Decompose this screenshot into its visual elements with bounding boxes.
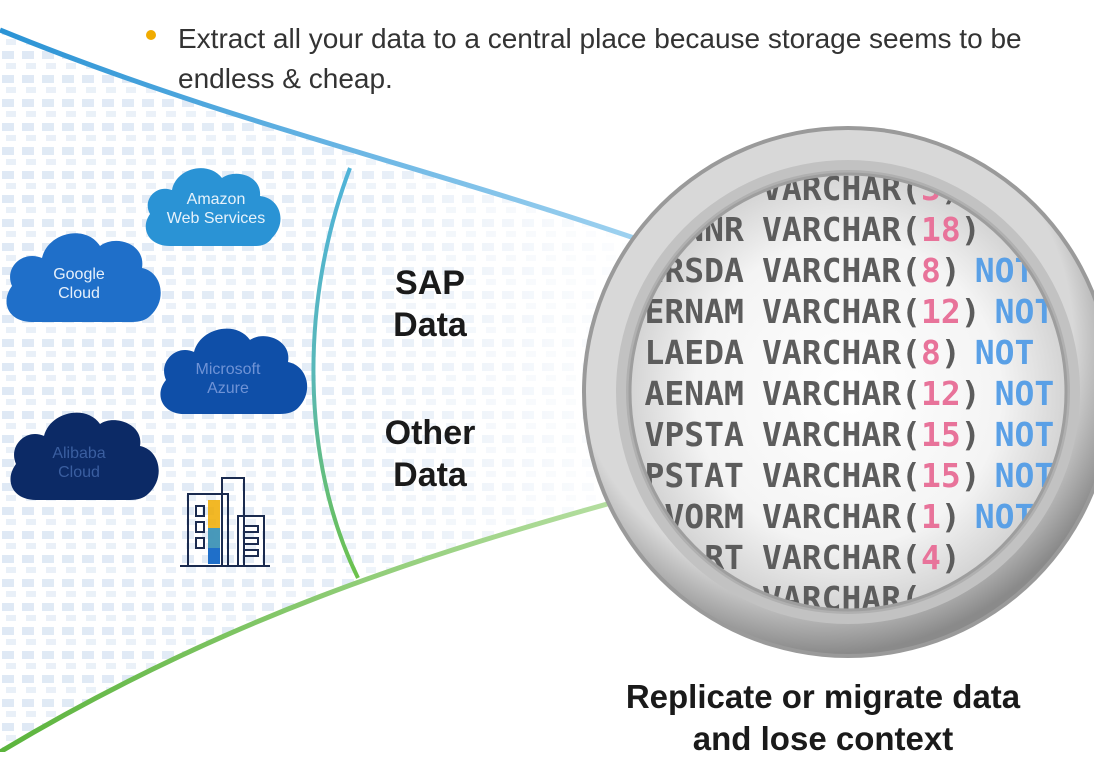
alibaba-cloud-label-line-1: Alibaba [52,445,106,462]
alibaba-cloud-label: Alibaba Cloud [14,444,144,482]
code-close-paren: ) [941,538,961,577]
aws-cloud-label-line-2: Web Services [166,210,266,227]
code-type: VARCHAR( [762,538,921,577]
code-close-paren: ) [941,497,961,536]
aws-cloud-label-line-1: Amazon [186,191,246,208]
code-type: VARCHAR( [762,497,921,536]
code-row: LAEDA VARCHAR(8) NOT [645,333,1035,372]
magnifier-inner-rim [628,172,1068,612]
code-length: 8 [921,251,941,290]
code-length: 4 [921,538,941,577]
bullet-line-1: Extract all your data to a central place… [178,23,1022,54]
code-row: AENAM VARCHAR(12) NOT [645,374,1055,413]
aws-cloud-icon [145,168,281,246]
code-length: 18 [921,210,961,249]
code-not-keyword: NOT [995,415,1055,454]
sap-data-label: SAP Data [350,262,510,346]
code-type: VARCHAR( [762,374,921,413]
building-icon [180,477,270,567]
funnel-top-edge [0,27,641,243]
funnel-bottom-edge [0,492,641,752]
code-length: 15 [921,456,961,495]
code-length: 8 [921,333,941,372]
code-row: VPSTA VARCHAR(15) NOT [645,415,1055,454]
code-close-paren: ) [941,333,961,372]
aws-cloud-label: Amazon Web Services [150,190,282,228]
code-type: VARCHAR( [762,251,921,290]
code-length: 1 [921,497,941,536]
code-not-keyword: NOT [995,374,1055,413]
code-field-name: AENAM [645,374,744,413]
bullet-text: Extract all your data to a central place… [178,19,1078,99]
code-type: VARCHAR( [762,415,921,454]
sap-data-label-line-1: SAP [395,264,465,302]
code-close-paren: ) [961,292,981,331]
azure-cloud-label-line-2: Azure [207,380,249,397]
magnifier-lens [582,126,1094,658]
code-close-paren: ) [941,251,961,290]
azure-cloud-icon [160,328,308,414]
code-length: 12 [921,374,961,413]
sap-data-label-line-2: Data [393,306,467,344]
code-length: 15 [921,415,961,454]
google-cloud-label: Google Cloud [14,265,144,303]
code-type: VARCHAR( [762,292,921,331]
divider-arc [311,167,360,579]
caption-line-2: and lose context [692,720,954,757]
bullet-dot [146,30,156,40]
code-close-paren: ) [961,210,981,249]
code-listing: TVARCHAR(3)ANNRVARCHAR(18)ERSDAVARCHAR(8… [645,174,1055,610]
other-data-label-line-2: Data [393,456,467,494]
code-type: VARCHAR( [762,456,921,495]
code-close-paren: ) [961,456,981,495]
bullet-line-2: endless & cheap. [178,63,393,94]
google-cloud-icon [6,233,161,322]
other-data-label-line-1: Other [384,414,476,452]
code-type: VARCHAR( [762,210,921,249]
alibaba-cloud-label-line-2: Cloud [58,464,100,481]
google-cloud-label-line-1: Google [53,266,105,283]
caption-line-1: Replicate or migrate data [625,678,1021,715]
azure-cloud-label: Microsoft Azure [164,360,292,398]
code-close-paren: ) [961,415,981,454]
code-close-paren: ) [961,374,981,413]
google-cloud-label-line-2: Cloud [58,285,100,302]
code-field-name: ERNAM [645,292,744,331]
other-data-label: Other Data [350,412,510,496]
alibaba-cloud-icon [10,412,159,500]
azure-cloud-label-line-1: Microsoft [195,361,261,378]
caption: Replicate or migrate data and lose conte… [588,676,1058,760]
code-type: VARCHAR( [762,333,921,372]
code-length: 12 [921,292,961,331]
code-field-name: LAEDA [645,333,744,372]
code-field-name: VPSTA [645,415,744,454]
code-field-name: PSTAT [645,456,744,495]
code-not-keyword: NOT [975,333,1035,372]
